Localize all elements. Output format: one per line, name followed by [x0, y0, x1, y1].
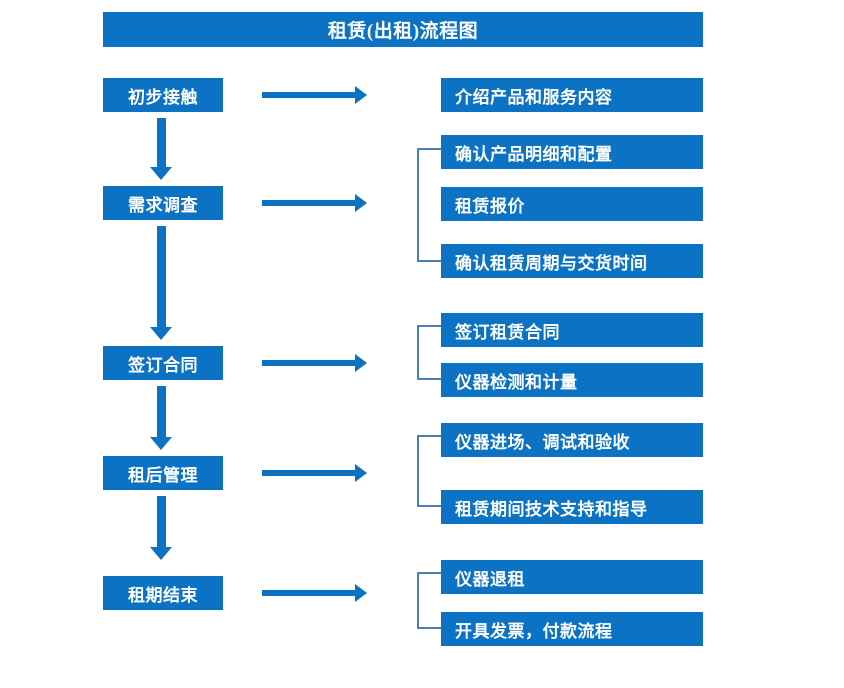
stage-box-1[interactable]: 初步接触: [103, 78, 223, 112]
detail-box-9[interactable]: 仪器退租: [441, 560, 703, 594]
stage-box-5[interactable]: 租期结束: [103, 576, 223, 610]
detail-box-1[interactable]: 介绍产品和服务内容: [441, 78, 703, 112]
horizontal-arrow-1-head: [355, 86, 367, 104]
group-bracket-3: [417, 325, 441, 380]
horizontal-arrow-5-shaft: [262, 590, 358, 596]
vertical-arrow-2-head: [150, 327, 172, 340]
detail-box-7[interactable]: 仪器进场、调试和验收: [441, 423, 703, 457]
horizontal-arrow-3-head: [355, 354, 367, 372]
vertical-arrow-4-head: [150, 547, 172, 560]
detail-box-10[interactable]: 开具发票，付款流程: [441, 612, 703, 646]
detail-box-6[interactable]: 仪器检测和计量: [441, 363, 703, 397]
detail-box-8[interactable]: 租赁期间技术支持和指导: [441, 490, 703, 524]
detail-box-2[interactable]: 确认产品明细和配置: [441, 135, 703, 169]
group-bracket-2: [417, 148, 441, 262]
stage-box-2[interactable]: 需求调查: [103, 186, 223, 220]
vertical-arrow-3-shaft: [157, 386, 166, 438]
vertical-arrow-4-shaft: [157, 496, 166, 548]
vertical-arrow-1-shaft: [157, 118, 166, 168]
horizontal-arrow-4-shaft: [262, 470, 358, 476]
detail-box-4[interactable]: 确认租赁周期与交货时间: [441, 244, 703, 278]
vertical-arrow-1-head: [150, 167, 172, 180]
horizontal-arrow-2-head: [355, 194, 367, 212]
stage-box-4[interactable]: 租后管理: [103, 456, 223, 490]
horizontal-arrow-5-head: [355, 584, 367, 602]
horizontal-arrow-3-shaft: [262, 360, 358, 366]
stage-box-3[interactable]: 签订合同: [103, 346, 223, 380]
horizontal-arrow-1-shaft: [262, 92, 358, 98]
horizontal-arrow-4-head: [355, 464, 367, 482]
group-bracket-5: [417, 572, 441, 629]
vertical-arrow-2-shaft: [157, 226, 166, 328]
detail-box-3[interactable]: 租赁报价: [441, 187, 703, 221]
group-bracket-4: [417, 435, 441, 507]
detail-box-5[interactable]: 签订租赁合同: [441, 313, 703, 347]
horizontal-arrow-2-shaft: [262, 200, 358, 206]
vertical-arrow-3-head: [150, 437, 172, 450]
diagram-title: 租赁(出租)流程图: [103, 12, 703, 47]
